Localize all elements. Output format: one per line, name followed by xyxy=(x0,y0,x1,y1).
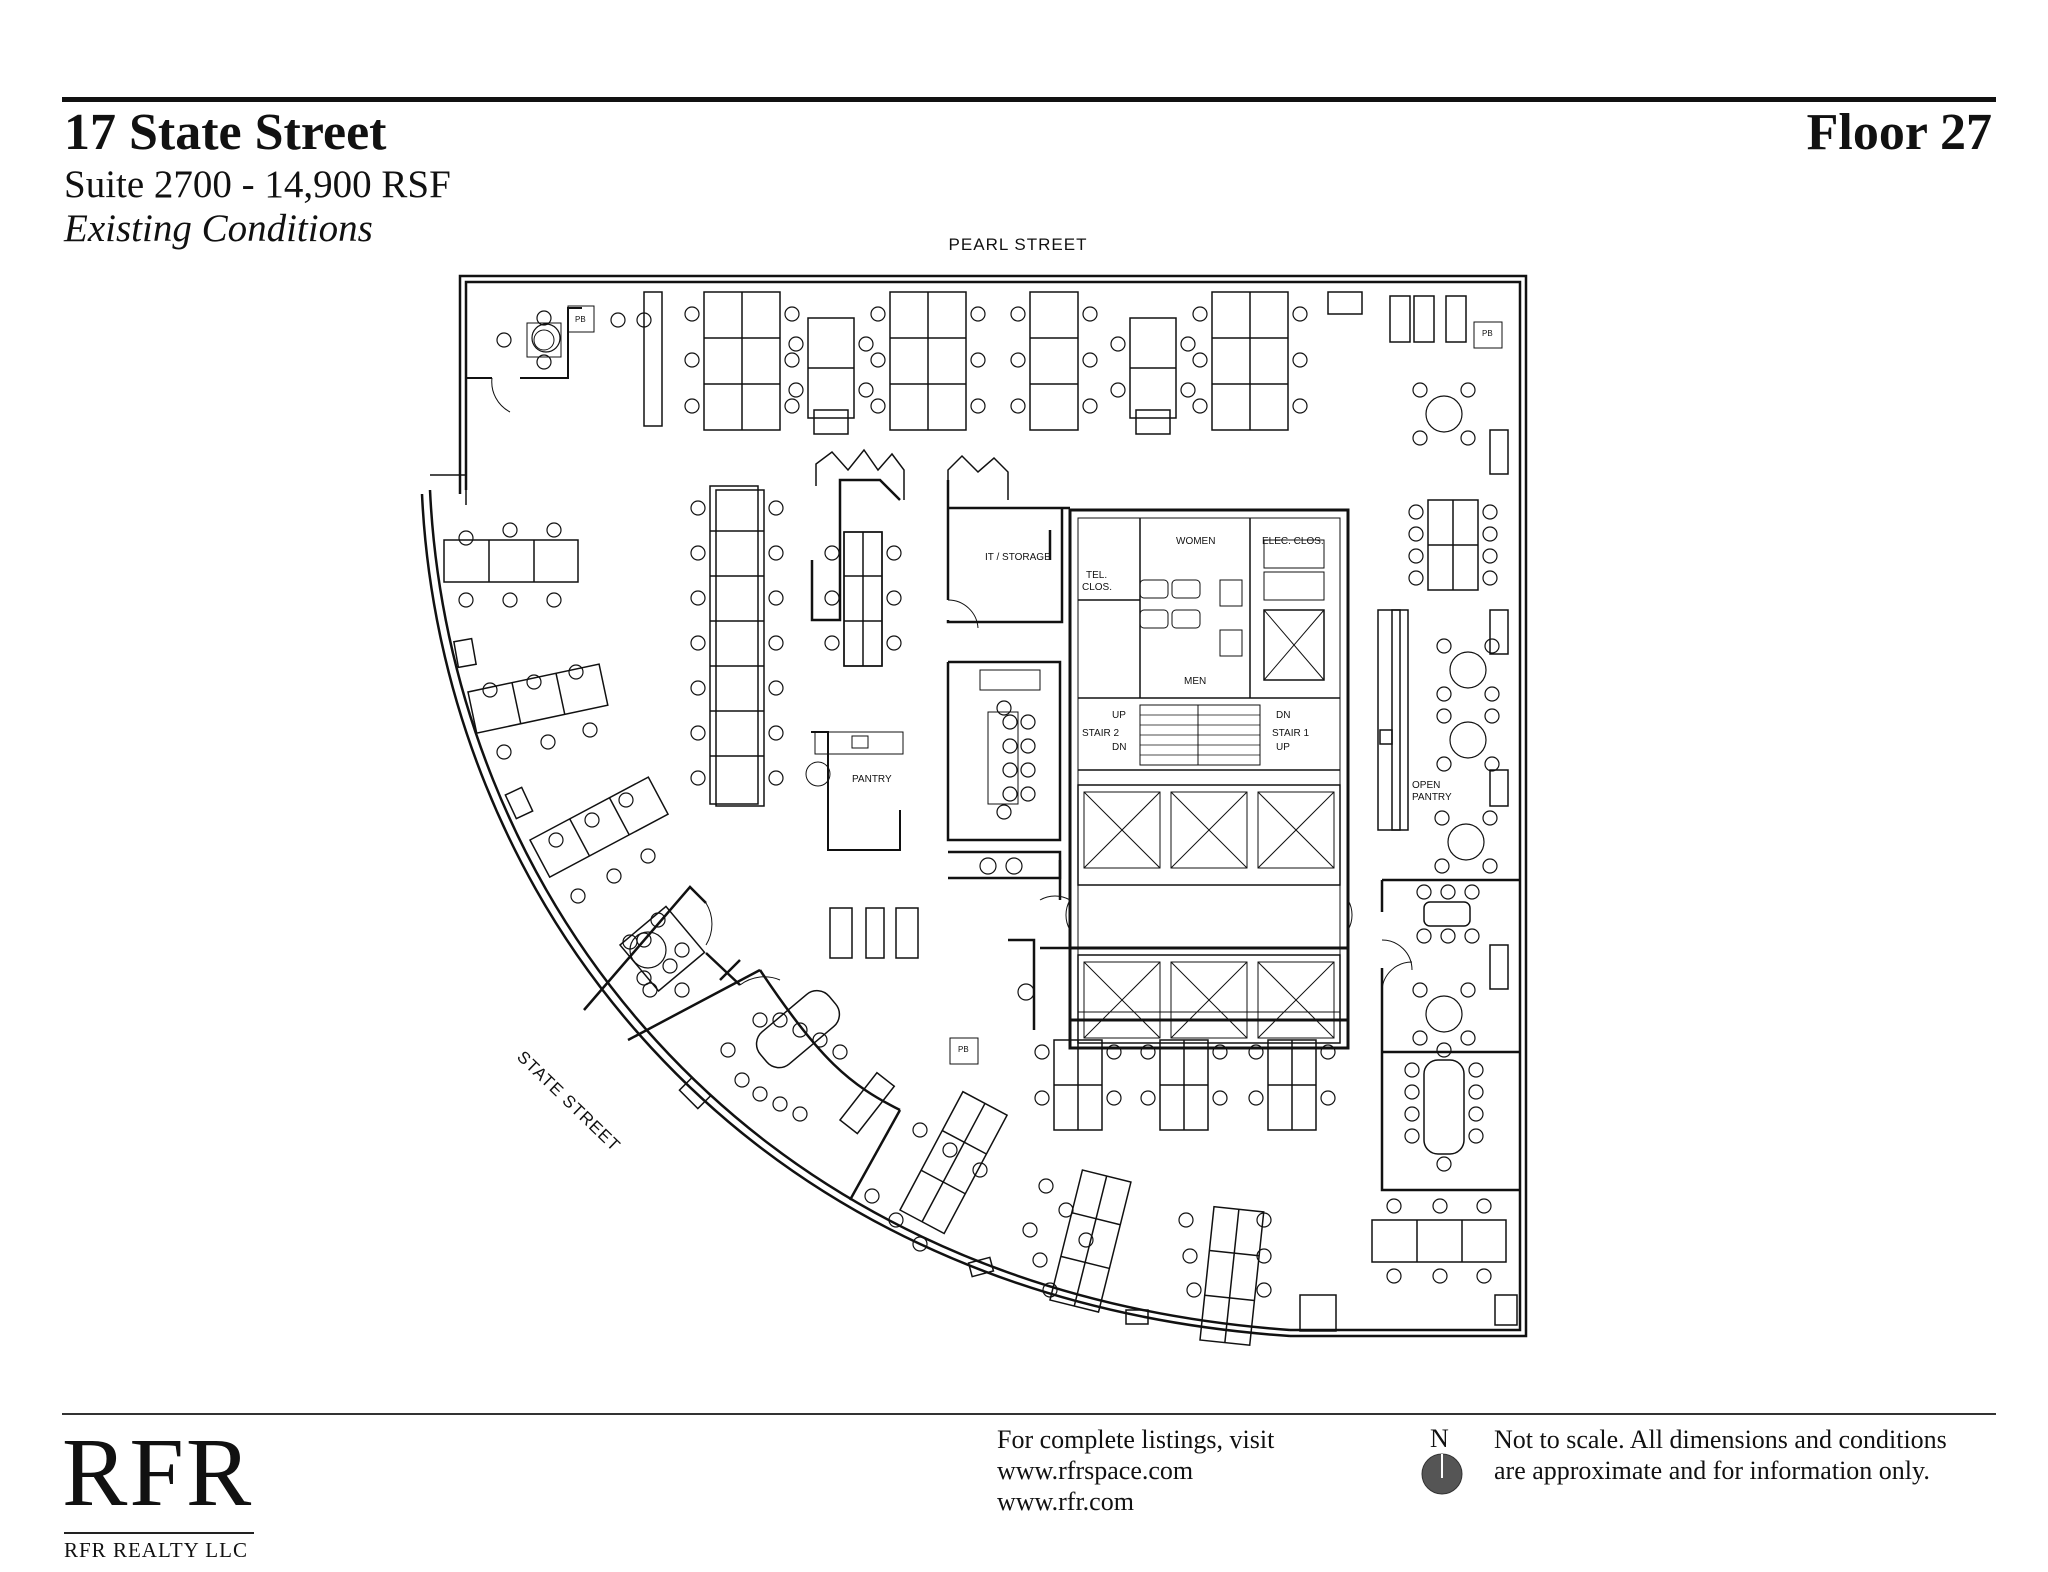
link-rfr[interactable]: www.rfr.com xyxy=(997,1487,1134,1516)
round-tables xyxy=(531,323,1500,1046)
building-core xyxy=(1068,508,1350,1050)
room-label-up-2: UP xyxy=(1276,742,1290,753)
room-label-dn: DN xyxy=(1112,742,1126,753)
suite-label: Suite 2700 - 14,900 RSF xyxy=(64,163,451,206)
room-label-stair-1: STAIR 1 xyxy=(1272,728,1309,739)
listing-line-1: For complete listings, visit xyxy=(997,1425,1275,1454)
room-label-elec-clos: ELEC. CLOS. xyxy=(1262,536,1324,547)
north-niches xyxy=(813,409,1171,500)
disclaimer-line-2: are approximate and for information only… xyxy=(1494,1456,1930,1485)
room-label-tel: TEL. xyxy=(1086,570,1107,581)
room-label-open-pantry: PANTRY xyxy=(1412,792,1452,803)
pb-box-2 xyxy=(1473,321,1503,349)
building-title: 17 State Street xyxy=(64,104,387,161)
north-label: N xyxy=(1430,1424,1449,1453)
chairs xyxy=(458,306,1498,1298)
disclaimer-line-1: Not to scale. All dimensions and conditi… xyxy=(1494,1425,1947,1454)
room-label-it-storage: IT / STORAGE xyxy=(985,552,1051,563)
north-arrow-icon xyxy=(1421,1453,1463,1495)
conditions-label: Existing Conditions xyxy=(64,207,373,250)
header-rule xyxy=(62,97,1996,102)
pb-label-3: PB xyxy=(958,1045,969,1054)
pantry xyxy=(805,731,904,851)
arc-offices xyxy=(583,885,902,1201)
floor-label: Floor 27 xyxy=(1806,104,1992,161)
interior-rooms xyxy=(810,478,1353,1030)
room-labels: WOMEN ELEC. CLOS. IT / STORAGE TEL. CLOS… xyxy=(852,536,1452,803)
workstations xyxy=(443,291,1509,1347)
listing-info: For complete listings, visit www.rfrspac… xyxy=(997,1424,1274,1517)
room-label-up: UP xyxy=(1112,710,1126,721)
room-label-stair-2: STAIR 2 xyxy=(1082,728,1119,739)
pb-label-2: PB xyxy=(1482,329,1493,338)
room-label-clos: CLOS. xyxy=(1082,582,1112,593)
room-label-open: OPEN xyxy=(1412,780,1440,791)
room-label-women: WOMEN xyxy=(1176,536,1215,547)
nw-office xyxy=(465,305,595,413)
room-label-pantry: PANTRY xyxy=(852,774,892,785)
pb-box-3 xyxy=(949,1037,979,1065)
disclaimer: Not to scale. All dimensions and conditi… xyxy=(1494,1424,1947,1486)
pb-labels: PB PB PB xyxy=(575,315,1493,1054)
open-pantry xyxy=(1377,609,1409,831)
rfr-realty-label: RFR REALTY LLC xyxy=(64,1538,248,1562)
room-label-men: MEN xyxy=(1184,676,1206,687)
pb-label-1: PB xyxy=(575,315,586,324)
logo-rule xyxy=(64,1532,254,1534)
street-label-state: STATE STREET xyxy=(513,1047,624,1155)
room-label-dn-2: DN xyxy=(1276,710,1290,721)
footer-rule xyxy=(62,1413,1996,1415)
street-label-pearl: PEARL STREET xyxy=(949,235,1088,254)
rfr-logo: RFR xyxy=(62,1419,254,1527)
link-rfrspace[interactable]: www.rfrspace.com xyxy=(997,1456,1194,1485)
